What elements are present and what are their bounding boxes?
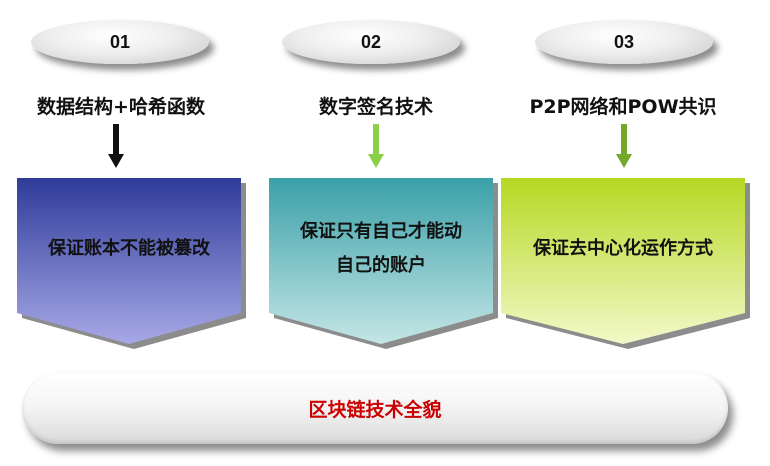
- step-number-pill-2: 02: [282, 20, 460, 64]
- step-number: 03: [613, 31, 635, 52]
- benefit-line: 保证只有自己才能动: [300, 221, 462, 242]
- tech-heading-3: P2P网络和POW共识: [529, 96, 717, 118]
- summary-text: 区块链技术全貌: [308, 398, 442, 421]
- down-arrow-icon: [616, 124, 632, 168]
- summary-bar: 区块链技术全貌: [22, 372, 728, 444]
- tech-heading-2: 数字签名技术: [318, 96, 433, 118]
- benefit-chevron-2: [269, 178, 498, 349]
- down-arrow-icon: [368, 124, 384, 168]
- step-number: 02: [360, 31, 382, 52]
- benefit-line: 自己的账户: [336, 255, 426, 276]
- step-number: 01: [109, 31, 131, 52]
- benefit-chevron-1: [17, 178, 246, 349]
- step-number-pill-1: 01: [31, 20, 209, 64]
- benefit-line: 保证去中心化运作方式: [533, 238, 713, 259]
- tech-heading-1: 数据结构+哈希函数: [37, 96, 205, 118]
- benefit-line: 保证账本不能被篡改: [48, 238, 210, 259]
- benefit-chevron-3: [501, 178, 750, 349]
- step-number-pill-3: 03: [535, 20, 713, 64]
- benefit-text-3: 保证去中心化运作方式: [501, 188, 745, 310]
- down-arrow-icon: [108, 124, 124, 168]
- benefit-text-1: 保证账本不能被篡改: [17, 188, 241, 310]
- benefit-text-2: 保证只有自己才能动 自己的账户: [269, 188, 493, 310]
